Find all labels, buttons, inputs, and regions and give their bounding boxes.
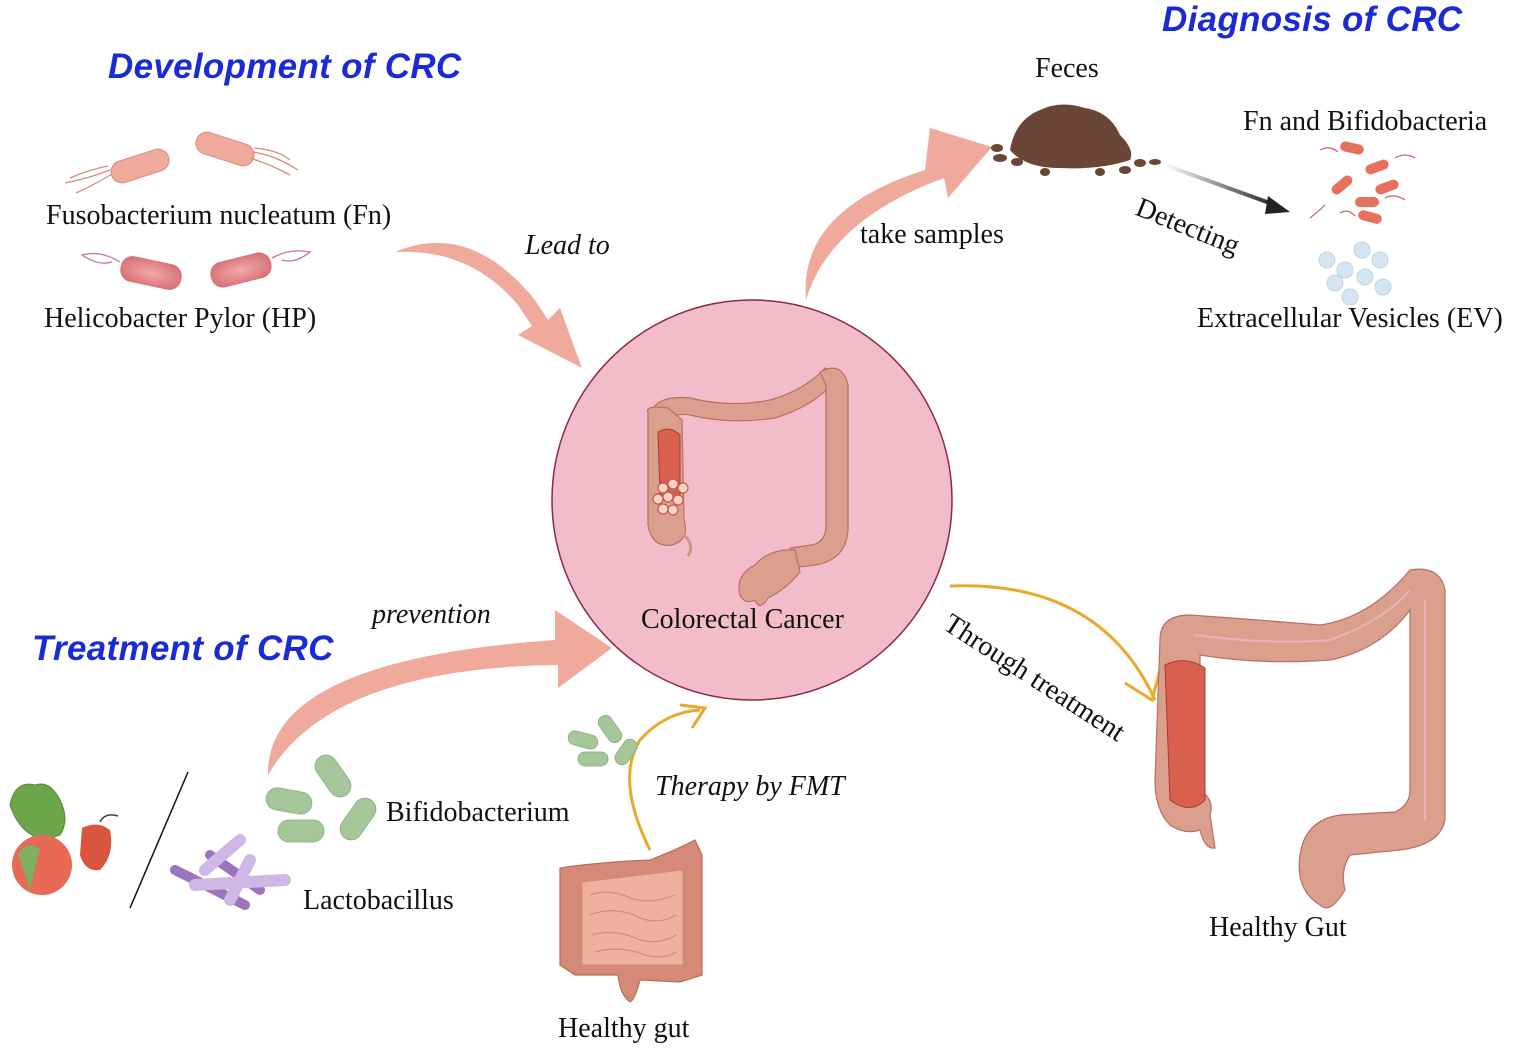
detecting-arrow (1164, 163, 1290, 214)
development-heading: Development of CRC (108, 47, 462, 86)
feces-icon (991, 104, 1161, 176)
take-samples-arrow (805, 128, 992, 300)
fmt-bacteria-icon (567, 714, 638, 767)
divider-line (129, 771, 189, 909)
healthy-gut-outcome-label: Healthy Gut (1209, 912, 1347, 943)
detected-bacteria-icon (1309, 141, 1416, 224)
lactobacillus-icon (170, 834, 291, 910)
colorectal-cancer-circle (551, 299, 953, 701)
helicobacter-pylori-icon (80, 250, 312, 290)
prevention-arrow (267, 610, 612, 775)
donor-healthy-gut-icon (559, 839, 703, 1003)
bifidobacterium-icon (265, 754, 377, 843)
fmt-arrow (628, 703, 708, 851)
colon-with-tumor-icon (647, 367, 849, 607)
lead-to-label: Lead to (525, 230, 610, 261)
diagnosis-heading: Diagnosis of CRC (1162, 0, 1463, 39)
healthy-gut-outcome-icon (1154, 568, 1446, 909)
donor-healthy-gut-label: Healthy gut (558, 1013, 690, 1044)
extracellular-vesicles-label: Extracellular Vesicles (EV) (1197, 303, 1503, 334)
fusobacterium-icon (64, 131, 299, 194)
treatment-heading: Treatment of CRC (32, 629, 334, 668)
take-samples-label: take samples (860, 219, 1004, 250)
lead-to-arrow (395, 242, 582, 368)
vegetables-icon (9, 783, 119, 895)
fn-bifidobacteria-label: Fn and Bifidobacteria (1243, 106, 1488, 137)
fusobacterium-label: Fusobacterium nucleatum (Fn) (46, 200, 392, 231)
prevention-label: prevention (372, 599, 491, 630)
helicobacter-label: Helicobacter Pylor (HP) (44, 303, 317, 334)
therapy-by-fmt-label: Therapy by FMT (655, 771, 845, 802)
feces-label: Feces (1035, 53, 1099, 84)
extracellular-vesicles-icon (1318, 241, 1392, 306)
lactobacillus-label: Lactobacillus (303, 885, 454, 916)
through-treatment-arrow (949, 584, 1162, 703)
colorectal-cancer-label: Colorectal Cancer (641, 604, 844, 635)
bifidobacterium-label: Bifidobacterium (386, 797, 570, 828)
